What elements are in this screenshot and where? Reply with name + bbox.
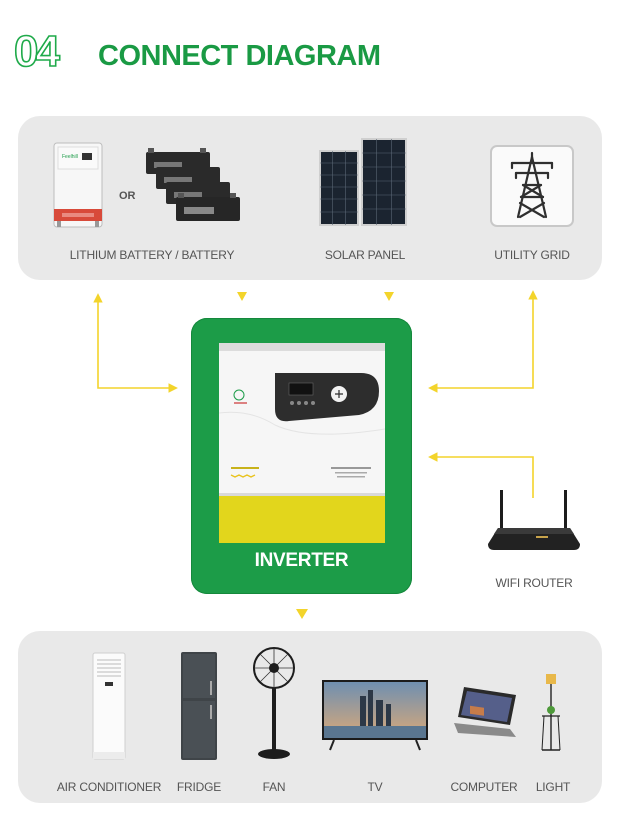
page-title: CONNECT DIAGRAM xyxy=(98,40,381,72)
solar-arrow-right xyxy=(384,292,394,301)
svg-text:Feelhill: Feelhill xyxy=(62,154,78,160)
battery-connector-arrow xyxy=(93,293,178,393)
lead-acid-battery-icon xyxy=(146,148,240,221)
load-label-air-conditioner: AIR CONDITIONER xyxy=(56,780,162,794)
computer-icon xyxy=(454,687,516,737)
solar-panel-label: SOLAR PANEL xyxy=(324,248,406,262)
inverter-label: INVERTER xyxy=(254,550,349,571)
load-label-computer: COMPUTER xyxy=(450,780,518,794)
load-label-light: LIGHT xyxy=(535,780,571,794)
solar-panel-icon xyxy=(319,138,407,226)
lithium-battery-icon: Feelhill xyxy=(53,142,103,228)
fan-icon xyxy=(253,647,295,759)
grid-connector-arrow xyxy=(428,290,538,393)
utility-grid-icon xyxy=(490,145,574,227)
fridge-icon xyxy=(181,652,217,760)
load-label-fridge: FRIDGE xyxy=(176,780,222,794)
or-text: OR xyxy=(119,190,136,202)
light-icon xyxy=(541,674,561,751)
tv-icon xyxy=(322,680,428,751)
air-conditioner-icon xyxy=(92,652,126,760)
solar-arrow-left xyxy=(237,292,247,301)
load-label-tv: TV xyxy=(367,780,383,794)
load-arrow xyxy=(296,609,308,619)
load-label-fan: FAN xyxy=(262,780,286,794)
inverter-device xyxy=(219,343,385,543)
battery-label: LITHIUM BATTERY / BATTERY xyxy=(69,248,235,262)
wifi-router-icon xyxy=(488,490,580,550)
router-connector-arrow xyxy=(428,452,534,498)
utility-grid-label: UTILITY GRID xyxy=(494,248,570,262)
wifi-router-label: WIFI ROUTER xyxy=(495,576,573,590)
section-number: 04 xyxy=(13,27,61,76)
